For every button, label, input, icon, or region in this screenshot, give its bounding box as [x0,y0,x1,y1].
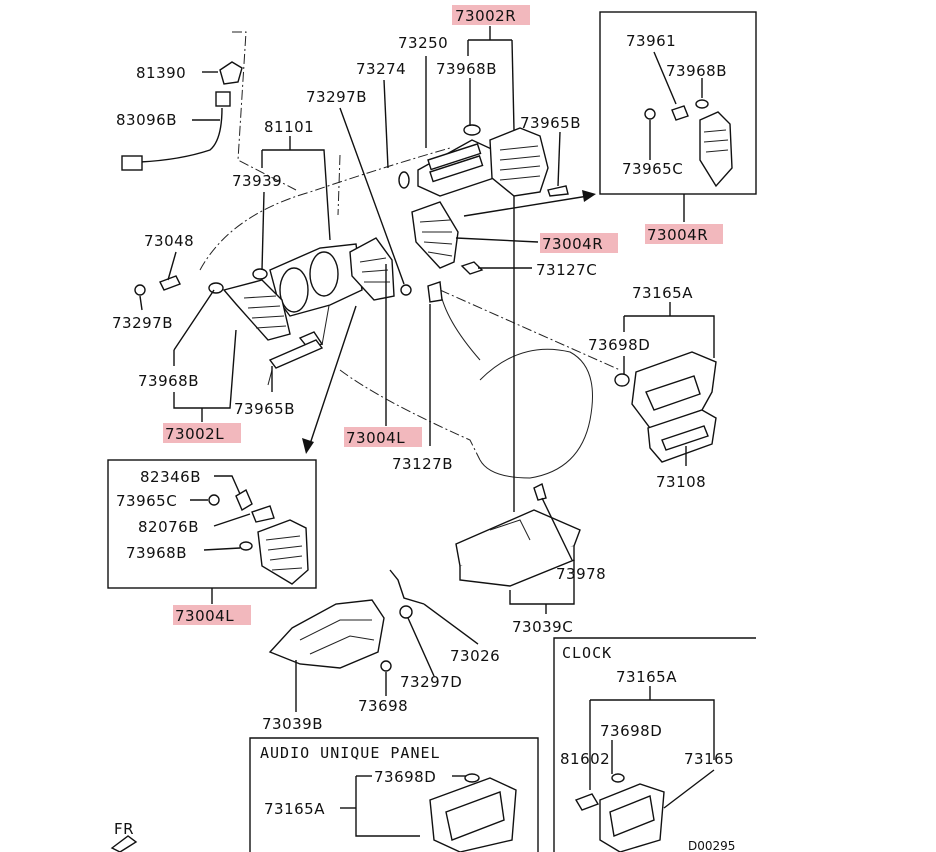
highlight-73002L [163,423,241,443]
label-73274: 73274 [356,60,406,78]
front-direction-label: FR [114,820,134,838]
label-inset-73004R: 73004R [647,226,708,244]
center-vent-assembly-73002R [398,124,569,197]
label-73108: 73108 [656,473,706,491]
label-73965B-mid: 73965B [234,400,295,418]
clock-box [553,637,756,852]
clock-box-title: CLOCK [562,644,612,662]
leader-lines [139,26,715,712]
label-inset-73968B-right: 73968B [666,62,727,80]
label-73048: 73048 [144,232,194,250]
highlight-73004L-mid [344,427,422,447]
label-81101: 81101 [264,118,314,136]
label-inset-73004L: 73004L [175,607,234,625]
label-73004R-mid: 73004R [542,235,603,253]
label-81390: 81390 [136,64,186,82]
label-clock-73165A: 73165A [616,668,677,686]
label-audio-73165A: 73165A [264,800,325,818]
label-clock-81602: 81602 [560,750,610,768]
clip-73127C [460,261,484,275]
label-73297B-left: 73297B [112,314,173,332]
label-inset-82076B: 82076B [138,518,199,536]
clip-73127B [427,281,443,303]
console-tray-73039C [455,482,581,587]
label-clock-73698D: 73698D [600,722,662,740]
screw-73297B-left [134,284,146,296]
audio-box-title: AUDIO UNIQUE PANEL [260,744,441,762]
label-inset-73965C-right: 73965C [622,160,683,178]
label-inset-73961: 73961 [626,32,676,50]
label-73002R-top: 73002R [455,7,516,25]
label-73978: 73978 [556,565,606,583]
label-73297B-top: 73297B [306,88,367,106]
cluster-bezel-81101 [208,237,395,369]
vent-73004R-mid [411,201,459,269]
labels: 73002R 73250 73274 73968B 81390 83096B 7… [112,7,735,852]
sensor-81390 [121,61,243,171]
label-73939: 73939 [232,172,282,190]
diagram-reference-code: D00295 [688,839,735,852]
label-73002L: 73002L [165,425,224,443]
screw-73297B-top [400,284,412,296]
inset-right-73004R [599,11,757,222]
label-73165A-right: 73165A [632,284,693,302]
highlight-73004L-inset [173,605,251,625]
label-73004L-mid: 73004L [346,429,405,447]
highlight-73004R-inset [645,224,723,244]
highlight-73002R-top [452,5,530,25]
label-73698: 73698 [358,697,408,715]
label-83096B: 83096B [116,111,177,129]
label-73965B-right: 73965B [520,114,581,132]
label-audio-73698D: 73698D [374,768,436,786]
clip-73048 [159,275,181,291]
audio-unique-panel-box [249,737,539,852]
label-73968B-left: 73968B [138,372,199,390]
highlight-73004R-mid [540,233,618,253]
label-clock-73165: 73165 [684,750,734,768]
label-inset-73965C-left: 73965C [116,492,177,510]
bracket-73039B [268,569,425,672]
dashboard-outline [199,31,621,479]
front-direction-indicator [110,835,138,852]
label-inset-82346B: 82346B [140,468,201,486]
label-inset-73968B-left: 73968B [126,544,187,562]
label-73026: 73026 [450,647,500,665]
label-73698D-right: 73698D [588,336,650,354]
label-73968B-top: 73968B [436,60,497,78]
label-73039B: 73039B [262,715,323,733]
label-73250: 73250 [398,34,448,52]
label-73297D: 73297D [400,673,462,691]
inset-left-73004L [107,459,317,604]
audio-panel-73165A [614,351,717,463]
label-73039C: 73039C [512,618,573,636]
label-73127C: 73127C [536,261,597,279]
label-73127B: 73127B [392,455,453,473]
